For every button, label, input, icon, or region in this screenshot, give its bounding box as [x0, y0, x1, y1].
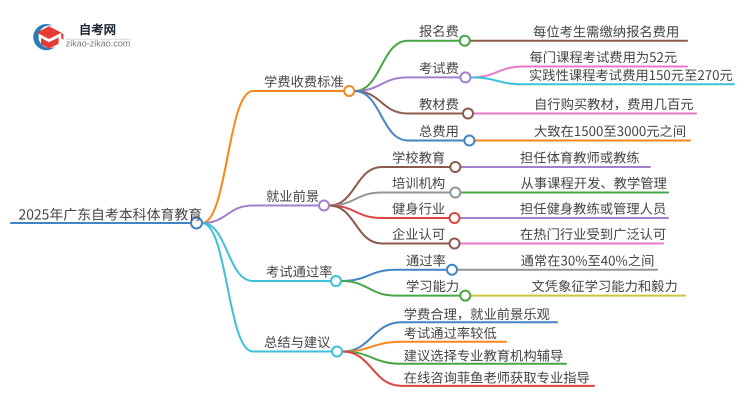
svg-text:总费用: 总费用	[419, 121, 459, 140]
svg-text:通常在30%至40%之间: 通常在30%至40%之间	[521, 250, 655, 269]
svg-text:就业前景: 就业前景	[266, 186, 319, 205]
svg-text:在热门行业受到广泛认可: 在热门行业受到广泛认可	[520, 224, 666, 243]
svg-text:文凭象征学习能力和毅力: 文凭象征学习能力和毅力	[532, 276, 678, 295]
svg-text:培训机构: 培训机构	[392, 173, 445, 192]
svg-text:建议选择专业教育机构辅导: 建议选择专业教育机构辅导	[404, 345, 564, 364]
svg-text:学习能力: 学习能力	[406, 276, 459, 295]
svg-text:考试通过率: 考试通过率	[266, 262, 332, 281]
svg-text:健身行业: 健身行业	[392, 199, 445, 218]
svg-text:每位考生需缴纳报名费用: 每位考生需缴纳报名费用	[533, 22, 679, 41]
svg-text:自考网: 自考网	[79, 20, 116, 38]
svg-text:教材费: 教材费	[419, 94, 459, 113]
svg-text:担任健身教练或管理人员: 担任健身教练或管理人员	[520, 199, 666, 218]
svg-text:通过率: 通过率	[406, 250, 446, 269]
svg-text:每门课程考试费用为52元: 每门课程考试费用为52元	[530, 47, 678, 66]
svg-text:学费收费标准: 学费收费标准	[264, 72, 344, 91]
svg-text:总结与建议: 总结与建议	[264, 332, 330, 351]
svg-text:2025年广东自考本科体育教育: 2025年广东自考本科体育教育	[19, 204, 203, 224]
svg-text:考试通过率较低: 考试通过率较低	[404, 323, 497, 342]
svg-text:从事课程开发、教学管理: 从事课程开发、教学管理	[521, 173, 667, 192]
svg-text:在线咨询菲鱼老师获取专业指导: 在线咨询菲鱼老师获取专业指导	[404, 367, 590, 386]
svg-text:实践性课程考试费用150元至270元: 实践性课程考试费用150元至270元	[529, 65, 733, 84]
svg-text:考试费: 考试费	[419, 58, 459, 77]
svg-text:自行购买教材，费用几百元: 自行购买教材，费用几百元	[534, 94, 694, 113]
svg-text:学校教育: 学校教育	[392, 148, 445, 167]
svg-text:大致在1500至3000元之间: 大致在1500至3000元之间	[534, 121, 686, 140]
svg-text:担任体育教师或教练: 担任体育教师或教练	[520, 148, 640, 167]
svg-text:企业认可: 企业认可	[392, 224, 445, 243]
svg-text:zikao-zikao.com: zikao-zikao.com	[66, 37, 131, 50]
svg-text:学费合理，就业前景乐观: 学费合理，就业前景乐观	[404, 304, 550, 323]
svg-text:报名费: 报名费	[419, 21, 459, 40]
